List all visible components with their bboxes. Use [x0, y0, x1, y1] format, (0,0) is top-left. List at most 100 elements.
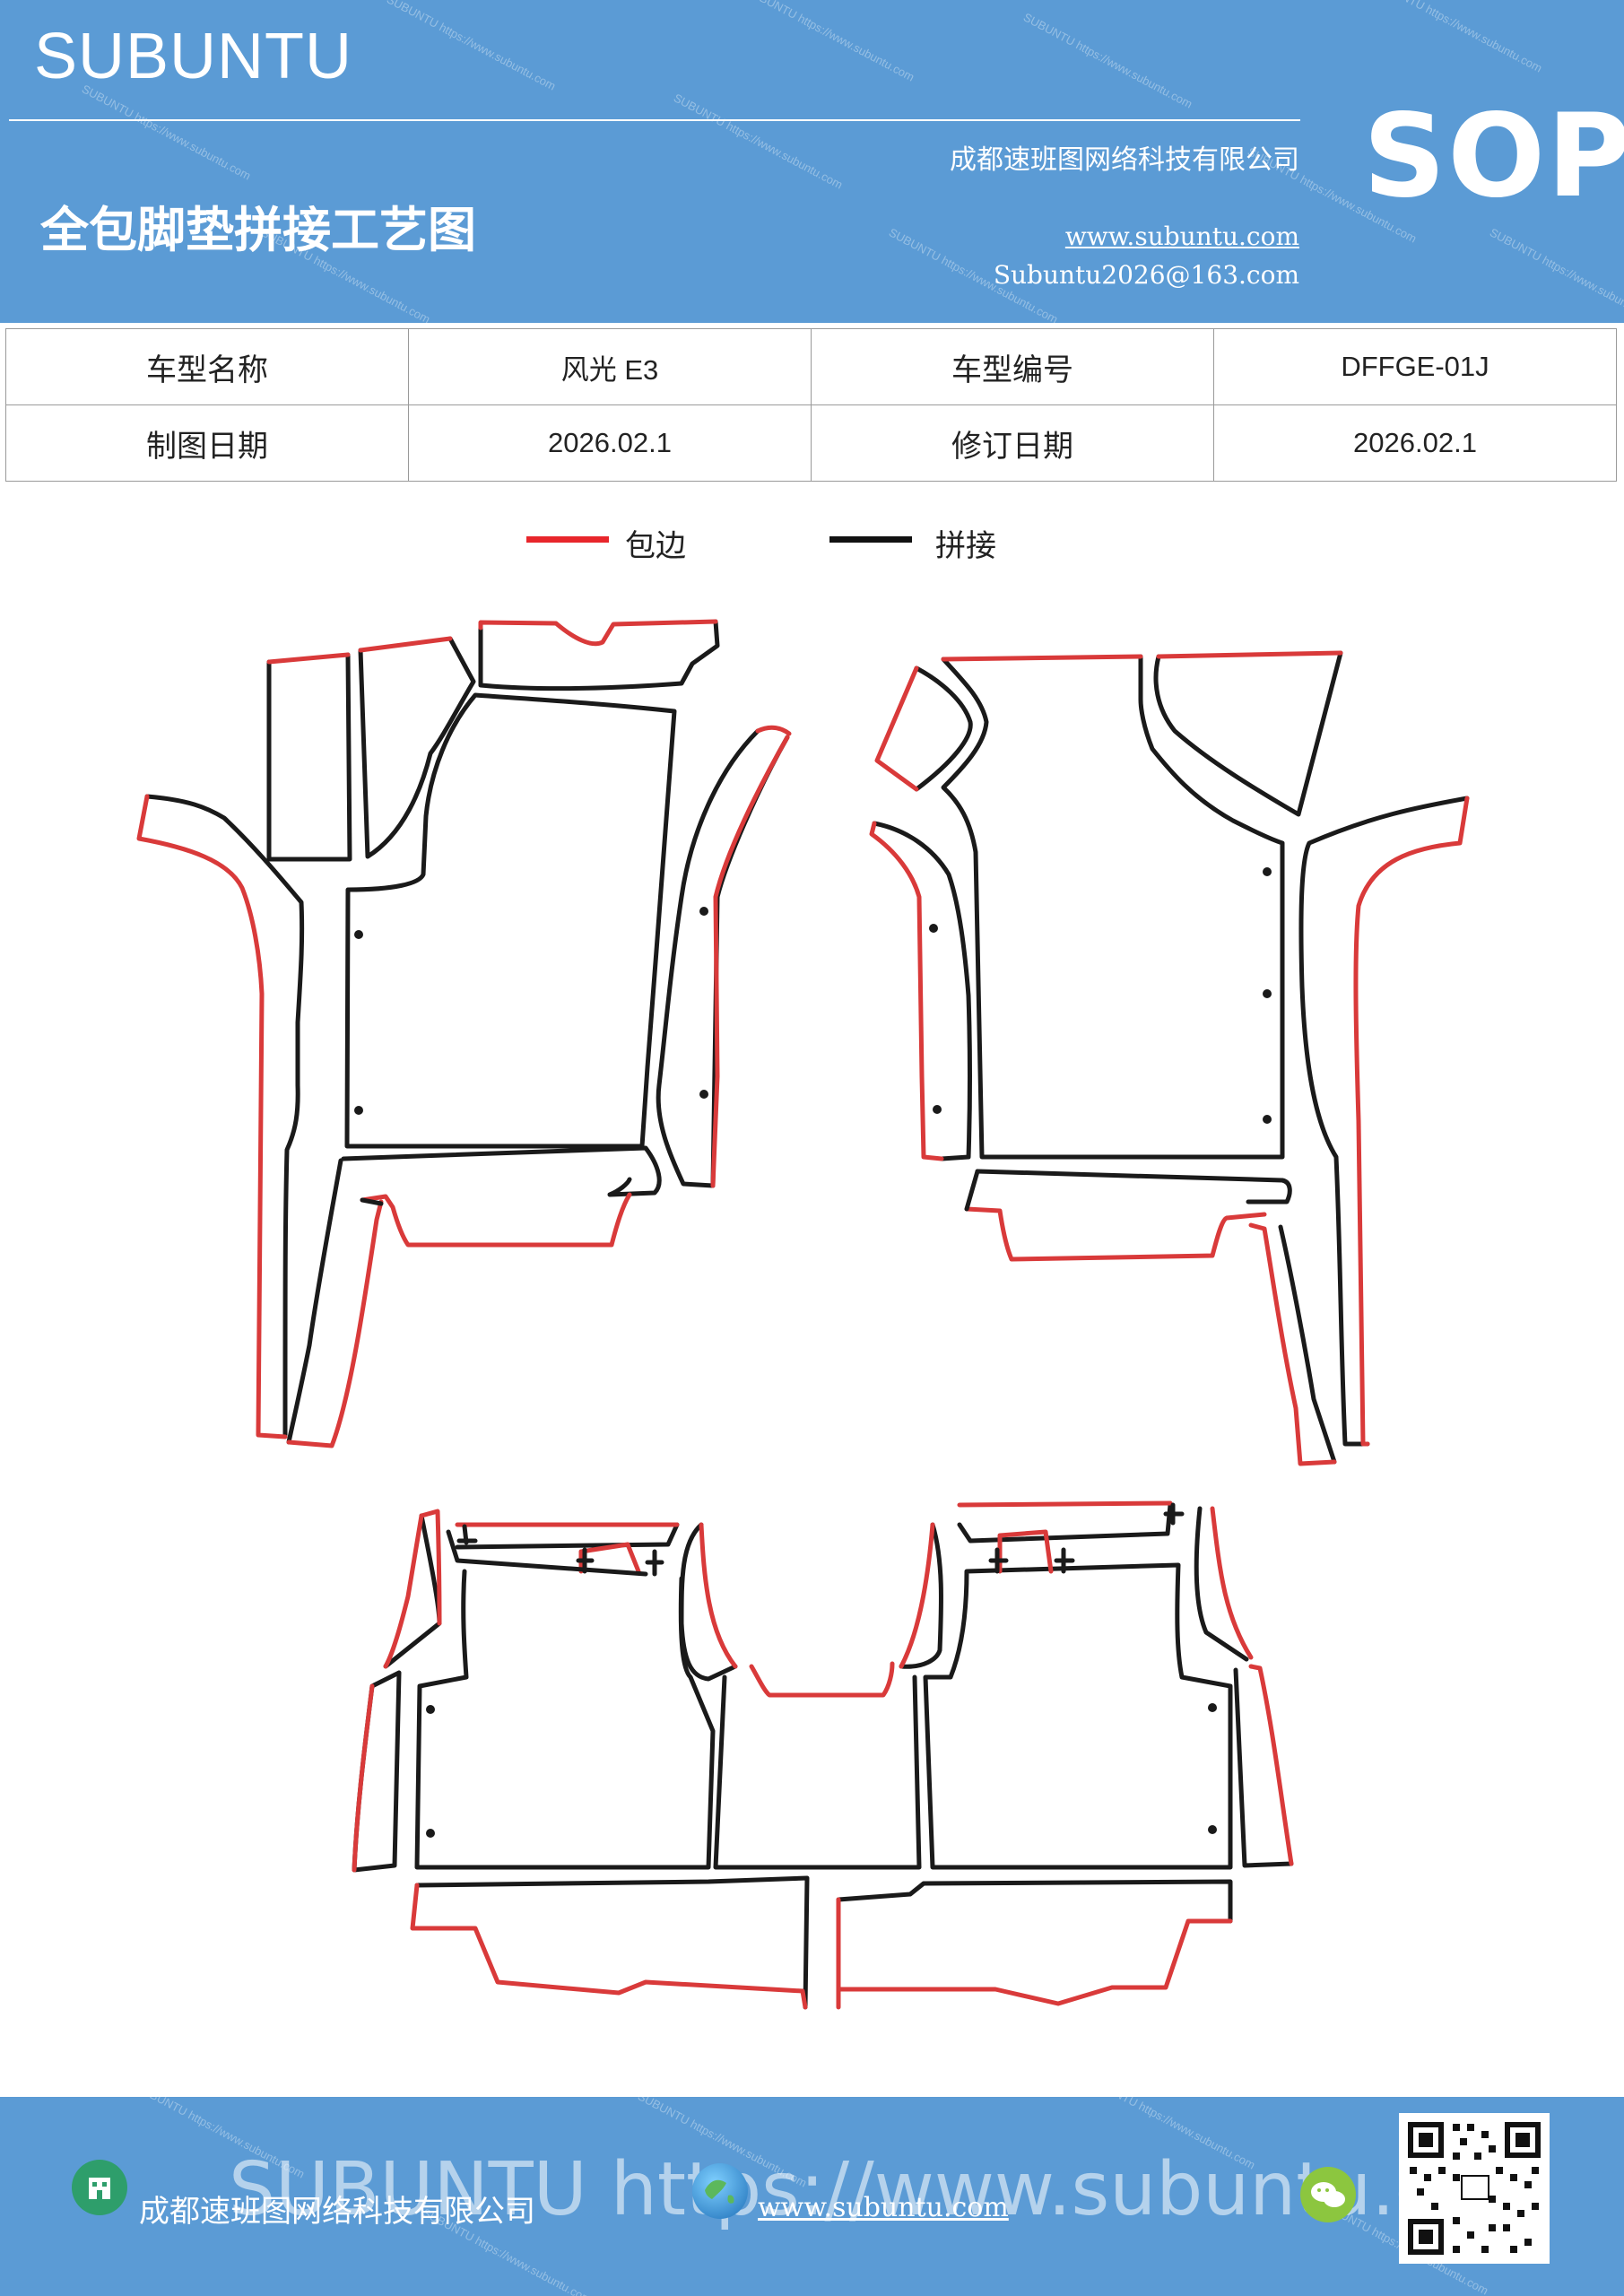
draw-date-value: 2026.02.1: [408, 404, 812, 482]
mat-piece: [957, 1502, 1173, 1544]
edge-binding: [383, 1509, 442, 1669]
draw-date-label: 制图日期: [5, 404, 409, 482]
fixing-point: [1263, 989, 1272, 998]
edge-binding: [266, 652, 351, 665]
edge-binding: [1156, 650, 1343, 659]
mat-piece: [836, 1879, 1233, 1924]
edge-binding: [699, 1522, 738, 1669]
model-name-label: 车型名称: [5, 328, 409, 405]
mat-piece: [1194, 1506, 1249, 1662]
edge-binding: [869, 821, 944, 1161]
fixing-point: [426, 1705, 435, 1714]
fixing-point: [1263, 1115, 1272, 1124]
mat-piece: [1233, 1667, 1294, 1868]
mat-piece: [1278, 1224, 1337, 1465]
header-banner: SUBUNTU https://www.subuntu.com SUBUNTU …: [0, 0, 1624, 323]
mat-piece: [923, 1562, 1233, 1870]
edge-binding: [1248, 1222, 1337, 1466]
mat-piece: [414, 1569, 716, 1870]
fixing-point: [426, 1829, 435, 1838]
header-divider: [9, 119, 1300, 121]
footer-website-link[interactable]: www.subuntu.com: [758, 2192, 1009, 2223]
mat-piece: [1163, 1502, 1185, 1526]
model-code-label: 车型编号: [811, 328, 1214, 405]
watermark-text: SUBUNTU https://www.subuntu.com: [743, 0, 917, 84]
edge-binding: [899, 1522, 935, 1669]
watermark-text: SUBUNTU https://www.subuntu.com: [79, 82, 254, 183]
mat-piece: [144, 794, 305, 1438]
edge-binding: [410, 1883, 808, 2010]
table-row: 车型名称 风光 E3 车型编号 DFFGE-01J: [5, 328, 1617, 405]
mat-piece: [656, 728, 790, 1188]
fixing-point: [1208, 1825, 1217, 1834]
seam-swatch: [829, 536, 912, 543]
mat-piece: [456, 1524, 478, 1545]
mat-piece: [576, 1547, 595, 1574]
fixing-point: [1208, 1703, 1217, 1712]
model-code-value: DFFGE-01J: [1213, 328, 1617, 405]
edge-binding: [941, 654, 1143, 662]
table-row: 制图日期 2026.02.1 修订日期 2026.02.1: [5, 404, 1617, 482]
edge-binding: [286, 1199, 384, 1448]
legend: 包边 拼接: [0, 525, 1624, 578]
fixing-point: [699, 1090, 708, 1099]
watermark-text: SUBUNTU https://www.subuntu.com: [1370, 0, 1545, 75]
edge-binding: [749, 1661, 895, 1698]
mat-piece: [414, 1875, 810, 2010]
edge-binding: [352, 1683, 375, 1873]
edge-binding: [360, 1192, 632, 1248]
fixing-point: [933, 1105, 942, 1114]
fixing-point: [929, 924, 938, 933]
fixing-point: [354, 930, 363, 939]
watermark-text: SUBUNTU https://www.subuntu.com: [1487, 225, 1624, 323]
edge-binding: [478, 619, 718, 647]
revision-date-label: 修订日期: [811, 404, 1214, 482]
mat-piece: [941, 654, 1285, 1160]
edge-binding: [957, 1500, 1173, 1574]
edge-binding: [874, 665, 919, 792]
driver-front-mat-group: [136, 619, 792, 1448]
mat-piece: [446, 1529, 648, 1577]
qr-code: [1399, 2113, 1550, 2264]
rear-mat-group: [352, 1500, 1294, 2010]
mat-piece: [344, 692, 677, 1149]
passenger-front-mat-group: [869, 650, 1470, 1466]
model-name-value: 风光 E3: [408, 328, 812, 405]
document-title: 全包脚垫拼接工艺图: [40, 202, 476, 258]
mat-piece: [645, 1549, 664, 1577]
website-link[interactable]: www.subuntu.com: [1064, 222, 1299, 251]
edge-binding: [1353, 796, 1470, 1447]
brand-name: SUBUNTU: [34, 21, 353, 92]
edge-binding: [136, 794, 288, 1439]
fixing-point: [354, 1106, 363, 1115]
mat-piece: [358, 636, 476, 859]
mat-piece: [713, 1674, 922, 1870]
revision-date-value: 2026.02.1: [1213, 404, 1617, 482]
company-name: 成都速班图网络科技有限公司: [950, 144, 1299, 176]
vehicle-info-table: 车型名称 风光 E3 车型编号 DFFGE-01J 制图日期 2026.02.1…: [5, 328, 1617, 482]
watermark-text: SUBUNTU https://www.subuntu.com: [671, 91, 846, 192]
building-icon: [72, 2160, 127, 2215]
mat-piece: [914, 665, 973, 792]
edge-binding: [836, 1897, 1233, 2010]
mat-piece: [988, 1547, 1009, 1574]
globe-icon: [692, 2163, 748, 2219]
mat-piece: [1153, 650, 1343, 817]
mat-piece: [679, 1522, 738, 1682]
wechat-icon: [1300, 2167, 1356, 2222]
edge-binding: [358, 636, 453, 653]
edge-binding: [964, 1206, 1267, 1262]
mat-piece: [360, 1197, 384, 1206]
contact-email[interactable]: Subuntu2026@163.com: [993, 260, 1299, 290]
mat-piece: [975, 1169, 1292, 1205]
watermark-text: SUBUNTU https://www.subuntu.com: [1020, 10, 1195, 111]
mat-piece: [455, 1522, 680, 1550]
edge-binding-swatch: [526, 536, 609, 543]
edge-binding: [1210, 1506, 1254, 1660]
mat-piece: [286, 1158, 343, 1445]
footer-company-name: 成都速班图网络科技有限公司: [139, 2194, 535, 2230]
sop-badge: SOP: [1363, 90, 1624, 223]
mat-piece: [872, 821, 972, 1161]
seam-label: 拼接: [935, 528, 996, 564]
fixing-point: [699, 907, 708, 916]
